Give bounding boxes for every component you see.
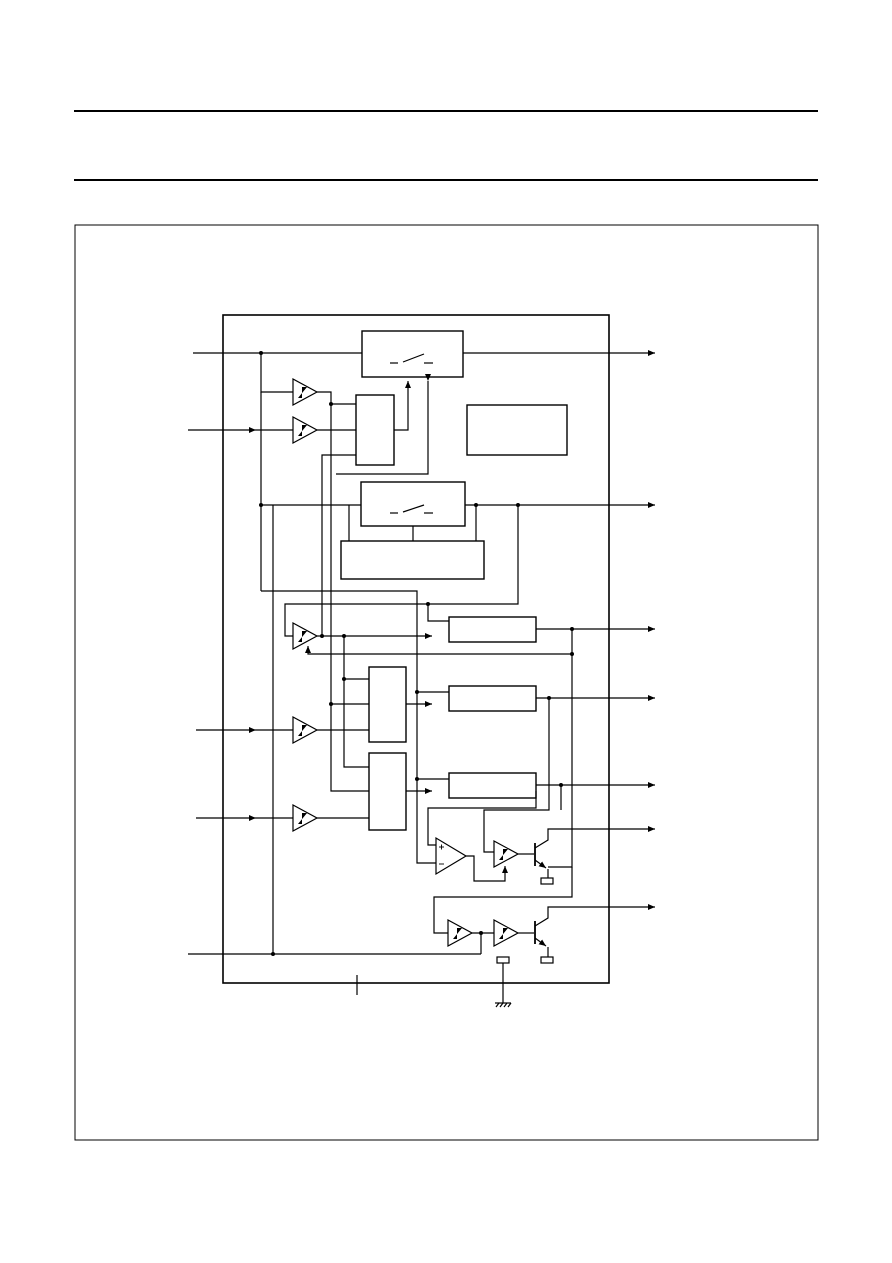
schmitt-trigger-icon	[493, 839, 520, 869]
switch-driver	[340, 540, 485, 580]
figure-frame	[74, 224, 819, 1141]
schmitt-trigger-icon	[292, 803, 319, 833]
schmitt-trigger-icon	[292, 415, 319, 445]
ic-package-outline	[222, 314, 610, 984]
schmitt-trigger-icon	[292, 715, 319, 745]
schmitt-trigger-icon	[292, 377, 319, 407]
schmitt-trigger-icon	[292, 621, 319, 651]
logic-block-3	[368, 752, 407, 831]
output-driver-2	[448, 685, 537, 712]
empty-labeled-box	[466, 404, 568, 456]
logic-block-2	[368, 666, 407, 743]
control-logic-1	[355, 394, 395, 466]
switch-icon	[390, 353, 433, 366]
analog-switch-2	[360, 481, 466, 527]
comparator	[435, 836, 468, 876]
schmitt-trigger-icon	[493, 918, 520, 948]
output-driver-3	[448, 772, 537, 799]
header-bottom-rule	[74, 179, 818, 181]
header-top-rule	[74, 110, 818, 112]
npn-transistor-icon	[534, 826, 655, 885]
schmitt-trigger-icon	[447, 918, 474, 948]
npn-transistor-icon	[534, 904, 655, 964]
ground-icon	[495, 956, 512, 1008]
analog-switch-1	[361, 330, 464, 378]
output-driver-1	[448, 616, 537, 643]
